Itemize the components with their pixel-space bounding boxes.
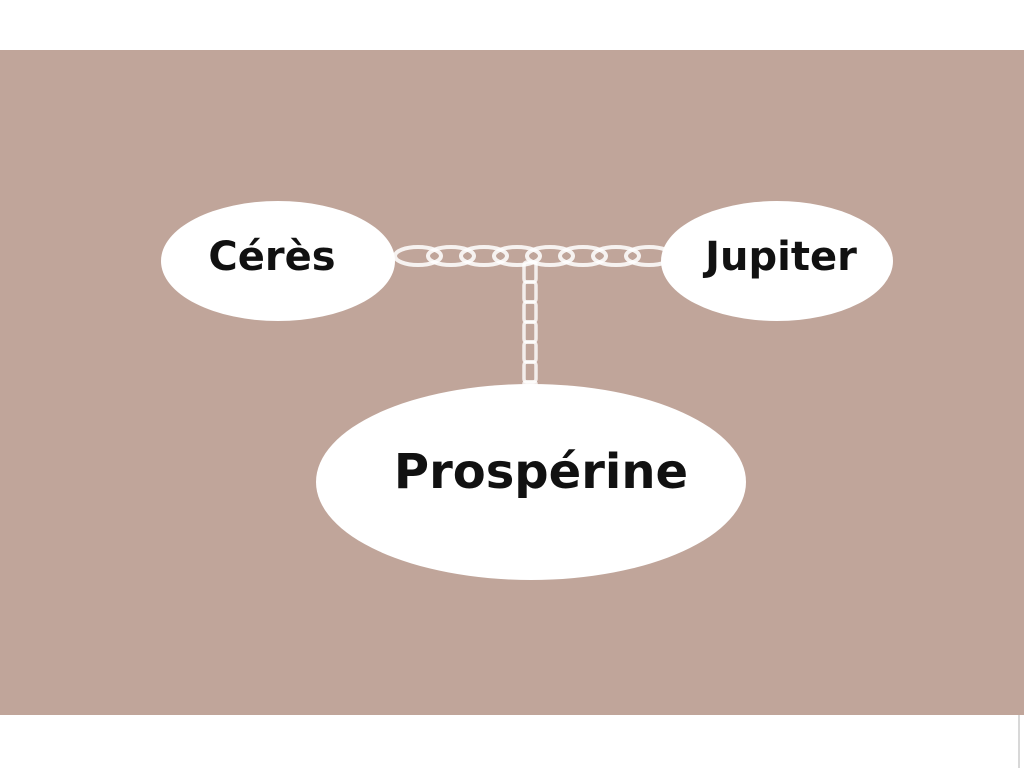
node-jupiter-label: Jupiter (702, 234, 857, 280)
chain-link (426, 245, 476, 267)
node-jupiter-shape (661, 201, 893, 321)
chain-link (522, 300, 538, 324)
chain-link (492, 245, 542, 267)
node-prosperine-shape (316, 384, 746, 580)
chain-link (558, 245, 608, 267)
chain-link (522, 320, 538, 344)
node-ceres-shape (161, 201, 395, 321)
edge-divider (1018, 715, 1020, 768)
chain-link-ceres-jupiter (393, 245, 674, 267)
node-ceres-label: Cérès (208, 234, 335, 280)
chain-link (393, 245, 443, 267)
chain-link-to-prosperine (522, 260, 538, 387)
node-prosperine-label: Prospérine (394, 444, 688, 500)
chain-link (591, 245, 641, 267)
chain-link (522, 340, 538, 364)
node-jupiter[interactable]: Jupiter (661, 201, 893, 321)
node-prosperine[interactable]: Prospérine (316, 384, 746, 580)
diagram-background (0, 50, 1024, 715)
chain-link (525, 245, 575, 267)
chain-link (459, 245, 509, 267)
chain-link (522, 360, 538, 384)
chain-link (522, 280, 538, 304)
node-ceres[interactable]: Cérès (161, 201, 395, 321)
